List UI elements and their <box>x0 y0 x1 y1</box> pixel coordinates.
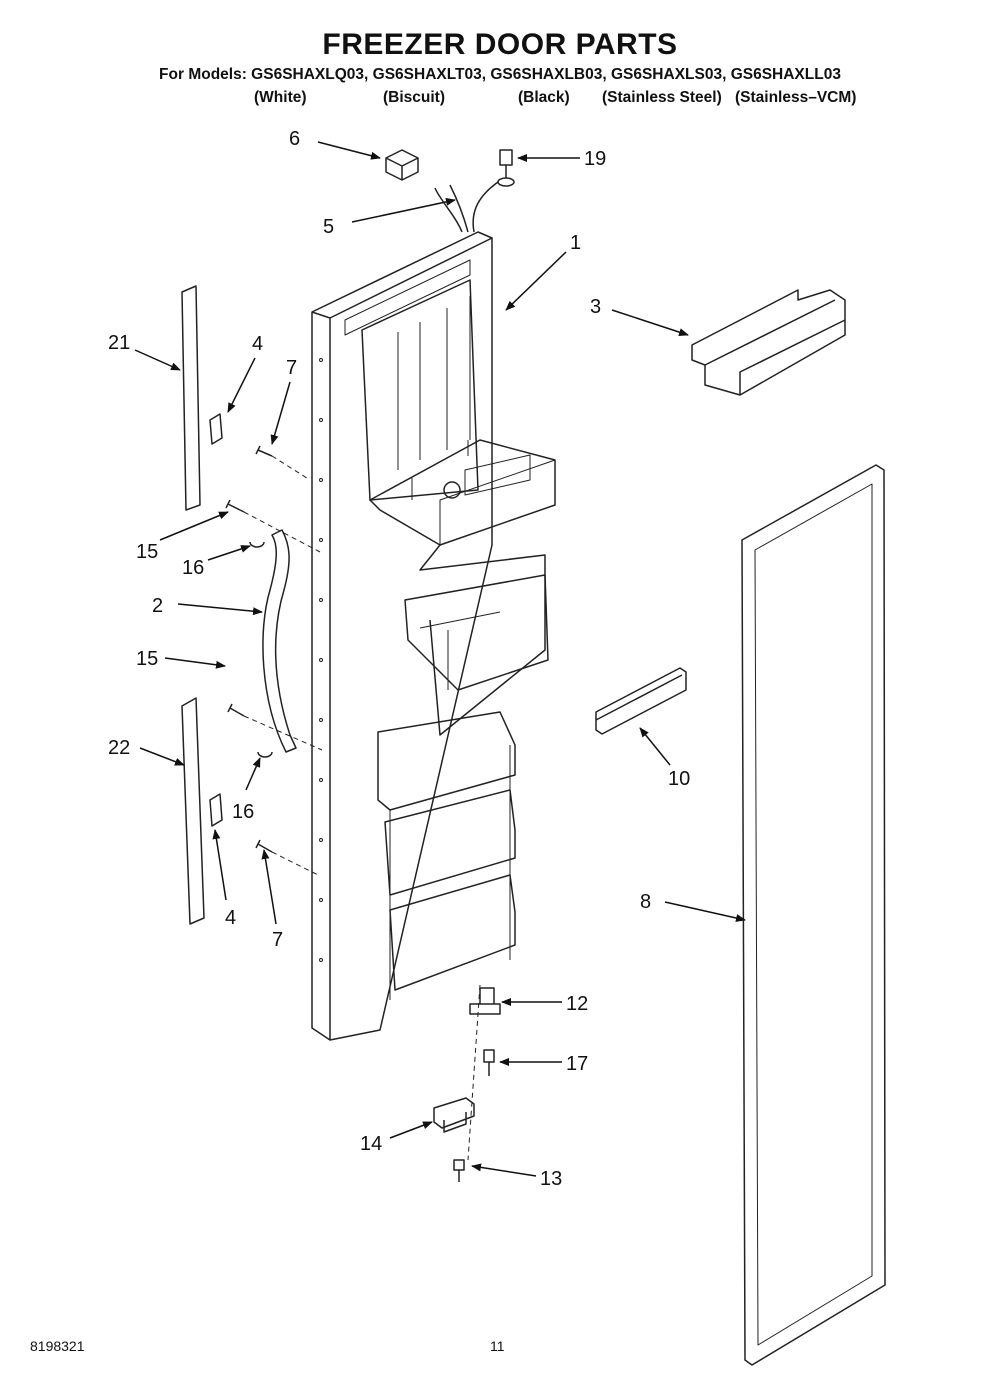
models-line: For Models: GS6SHAXLQ03, GS6SHAXLT03, GS… <box>159 66 841 83</box>
color-stainless-vcm: (Stainless–VCM) <box>735 89 857 106</box>
freezer-door-panel <box>311 231 556 1041</box>
screw-15-upper <box>225 499 245 513</box>
plug-16-lower <box>257 751 273 758</box>
connector <box>385 149 419 181</box>
screw-7-upper <box>255 445 273 457</box>
callout-3: 3 <box>590 296 601 318</box>
callout-2: 2 <box>152 595 163 617</box>
callout-19: 19 <box>584 148 606 170</box>
callout-4-upper: 4 <box>252 333 263 355</box>
callout-13: 13 <box>540 1168 562 1190</box>
handle-trim-upper <box>181 285 201 511</box>
door-handle <box>262 529 297 753</box>
callout-6: 6 <box>289 128 300 150</box>
callout-17: 17 <box>566 1053 588 1075</box>
hinge-bolt <box>453 1159 465 1182</box>
trim-strip <box>595 667 687 735</box>
screw-7-lower <box>255 839 273 853</box>
callout-5: 5 <box>323 216 334 238</box>
plug-16-upper <box>249 541 265 548</box>
callout-16-upper: 16 <box>182 557 204 579</box>
hinge-screw <box>483 1049 495 1076</box>
clip-lower <box>209 793 223 827</box>
doc-number: 8198321 <box>30 1338 85 1354</box>
door-bin <box>691 289 846 396</box>
callout-21: 21 <box>108 332 130 354</box>
hinge-pin <box>469 987 501 1015</box>
clip-upper <box>209 413 223 445</box>
color-stainless-steel: (Stainless Steel) <box>602 89 722 106</box>
callout-15-upper: 15 <box>136 541 158 563</box>
wire-harness <box>434 181 499 233</box>
page-number: 11 <box>490 1338 505 1354</box>
screw-15-lower <box>227 703 245 717</box>
callout-10: 10 <box>668 768 690 790</box>
callout-7-lower: 7 <box>272 929 283 951</box>
callout-7-upper: 7 <box>286 357 297 379</box>
callout-1: 1 <box>570 232 581 254</box>
hinge-bracket <box>433 1097 475 1133</box>
callout-22: 22 <box>108 737 130 759</box>
handle-trim-lower <box>181 697 205 925</box>
callout-12: 12 <box>566 993 588 1015</box>
color-white: (White) <box>254 89 307 106</box>
door-gasket <box>741 464 886 1366</box>
callout-4-lower: 4 <box>225 907 236 929</box>
callout-15-lower: 15 <box>136 648 158 670</box>
color-black: (Black) <box>518 89 570 106</box>
ground-screw <box>497 149 515 187</box>
callout-8: 8 <box>640 891 651 913</box>
callout-14: 14 <box>360 1133 382 1155</box>
page-title: FREEZER DOOR PARTS <box>322 28 678 61</box>
callout-16-lower: 16 <box>232 801 254 823</box>
color-biscuit: (Biscuit) <box>383 89 445 106</box>
